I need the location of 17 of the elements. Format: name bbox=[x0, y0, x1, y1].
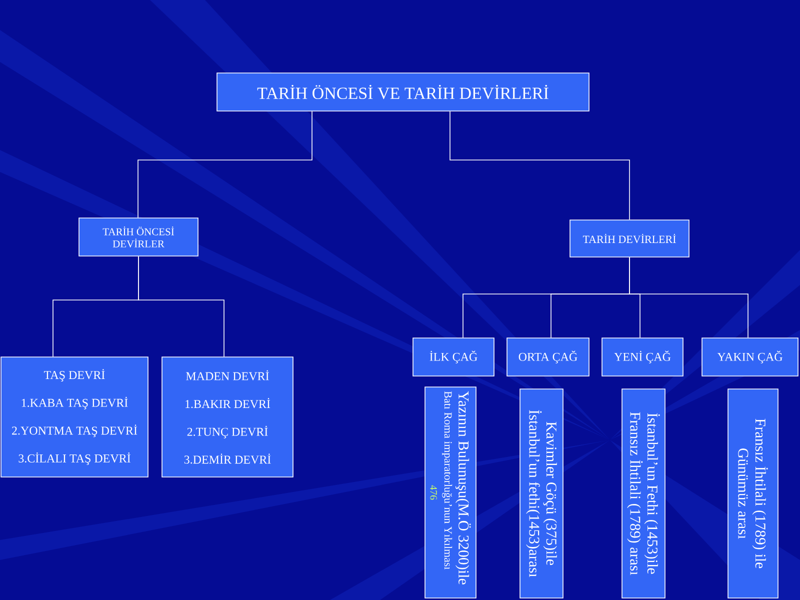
vertical-box: Kavimler Göçü (375)ile İstanbul’un fethi(1453)arası bbox=[520, 388, 564, 598]
process-box: İLK ÇAĞ bbox=[412, 338, 494, 376]
process-box: TARİH DEVİRLERİ bbox=[570, 220, 690, 258]
connector-line bbox=[629, 257, 748, 338]
connector-line bbox=[450, 111, 630, 220]
connector-line bbox=[138, 111, 312, 218]
vertical-box: İstanbul’un Fethi (1453)ile Fransız İhtilali (1789) arası bbox=[622, 388, 666, 598]
process-box: TARİH ÖNCESİ VE TARİH DEVİRLERİ bbox=[216, 72, 590, 112]
process-box: MADEN DEVRİ 1.BAKIR DEVRİ 2.TUNÇ DEVRİ 3.DEMİR DEVRİ bbox=[162, 356, 294, 478]
vertical-box: Yazının Bulunuşu(M.Ö 3200)ile Batı Roma imparatorluğu’nun Yıkılması 476 bbox=[424, 386, 476, 598]
process-box: TARİH ÖNCESİ DEVİRLER bbox=[78, 218, 198, 256]
vertical-box: Fransız İhtilali (1789) ile Günümüz arası bbox=[728, 388, 778, 598]
process-box: TAŞ DEVRİ 1.KABA TAŞ DEVRİ 2.YONTMA TAŞ DEVRİ 3.CİLALI TAŞ DEVRİ bbox=[0, 356, 148, 478]
process-box: YAKIN ÇAĞ bbox=[702, 338, 798, 376]
connector-line bbox=[138, 256, 224, 357]
process-box: YENİ ÇAĞ bbox=[602, 338, 684, 376]
process-box: ORTA ÇAĞ bbox=[506, 338, 590, 376]
